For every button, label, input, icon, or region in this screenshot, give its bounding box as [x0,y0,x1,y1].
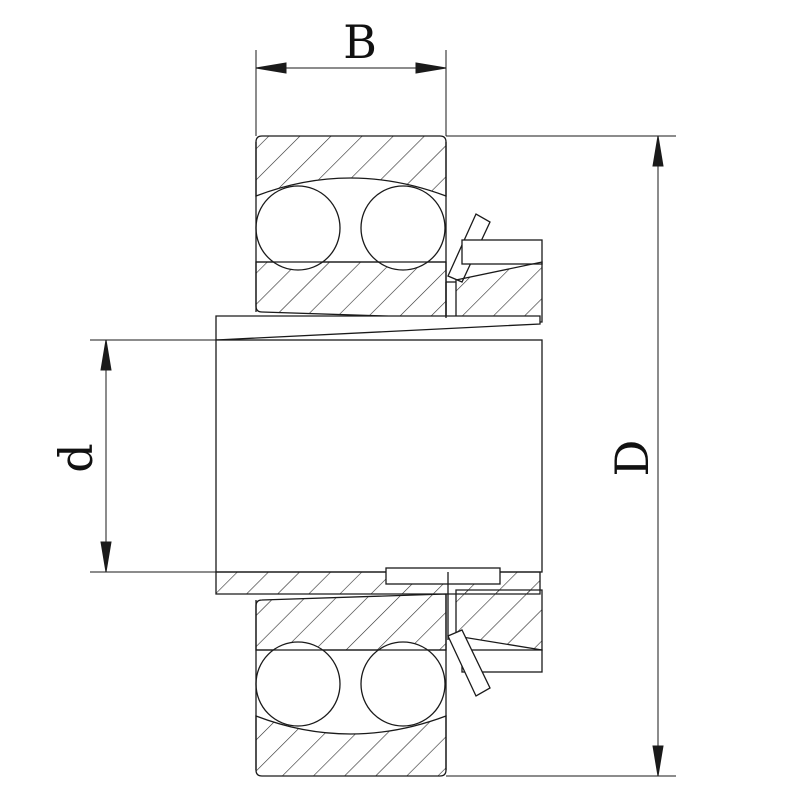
ball-top-left [255,185,341,271]
label-outer-D: D [605,440,659,477]
outer-ring-top [255,135,447,197]
lock-nut-bottom [455,589,543,651]
shaft-bore [215,339,543,573]
adapter-sleeve-top [215,315,541,341]
dim-b-arrow-left [255,62,287,74]
label-width-b: B [343,15,377,69]
label-bore-d: d [49,443,103,472]
inner-ring-bottom [255,593,447,651]
outer-ring-bottom [255,715,447,777]
dim-D-arrow-bottom [652,745,664,777]
ball-bottom-left [255,641,341,727]
ball-bottom-right [360,641,446,727]
dim-b-arrow-right [415,62,447,74]
dim-D-arrow-top [652,135,664,167]
sleeve-thread-bottom [385,567,501,585]
dim-d-arrow-top [100,339,112,371]
lock-washer-bottom [447,629,491,697]
lock-nut-top-cap [461,239,543,265]
inner-ring-top [255,261,447,319]
ball-top-right [360,185,446,271]
lock-nut-top [455,261,543,323]
dim-d-arrow-bottom [100,541,112,573]
